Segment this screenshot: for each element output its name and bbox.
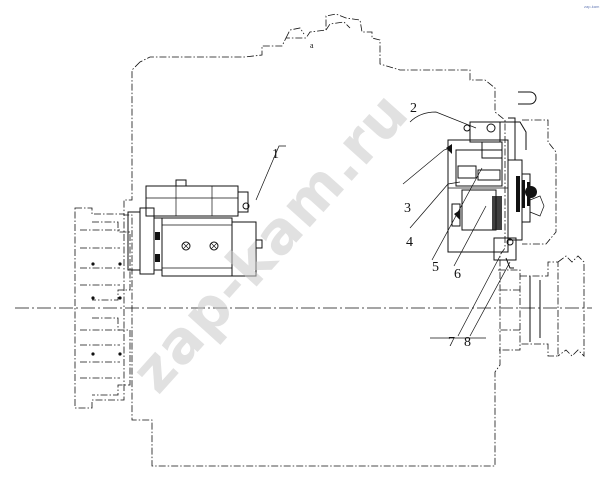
- leader-8: [469, 261, 511, 337]
- engine-block-outline: [123, 13, 506, 467]
- leader-4: [409, 181, 461, 229]
- corner-mark: zap-kam: [584, 4, 600, 9]
- housing-inner: [92, 221, 131, 396]
- callout-4: 4: [406, 235, 413, 250]
- top-small-mark: a: [310, 41, 314, 50]
- watermark: zap-kam.ru: [118, 79, 422, 406]
- leader-7: [457, 255, 501, 337]
- callout-8: 8: [464, 335, 471, 350]
- callout-5: 5: [432, 260, 439, 275]
- flywheel-housing: [74, 207, 125, 409]
- callout-6: 6: [454, 267, 461, 282]
- leader-lines: [255, 111, 511, 339]
- leader-6: [453, 205, 487, 267]
- housing-bolts: [91, 262, 122, 356]
- callout-7: 7: [448, 335, 455, 350]
- leader-5: [431, 167, 483, 261]
- alternator-pulley: [516, 176, 537, 212]
- callout-2: 2: [410, 101, 417, 116]
- crankshaft-pulley: [498, 255, 585, 357]
- starter-motor: [127, 179, 263, 277]
- callout-1: 1: [272, 147, 279, 162]
- housing-bolt-lines: [80, 229, 120, 379]
- leader-3: [402, 147, 451, 185]
- leader-2: [409, 111, 477, 129]
- callout-3: 3: [404, 201, 411, 216]
- block-top-detail: [285, 21, 351, 39]
- alternator-assembly: [446, 91, 557, 269]
- leader-1: [255, 145, 286, 201]
